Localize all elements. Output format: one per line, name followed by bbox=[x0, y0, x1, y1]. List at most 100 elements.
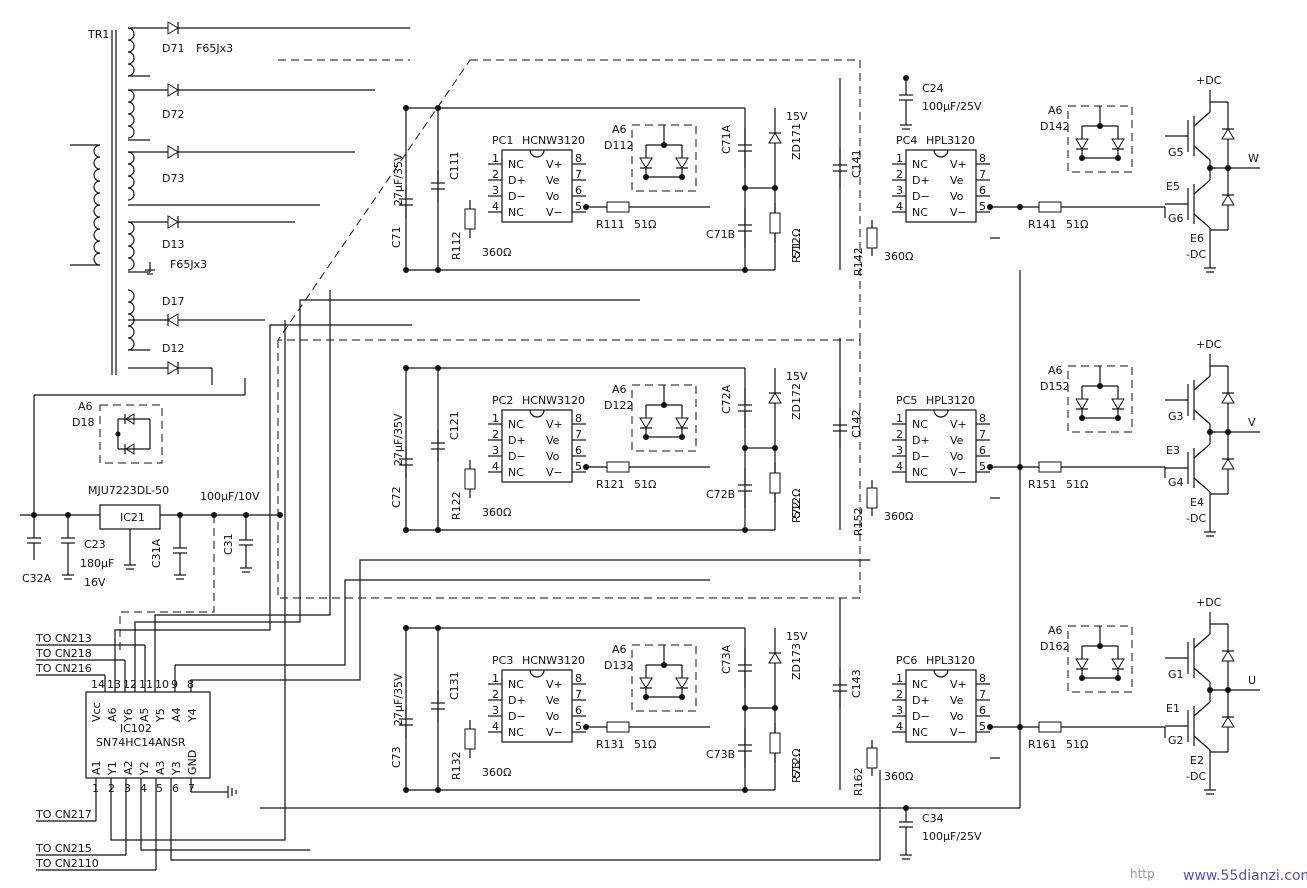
emitter-top-1: E3 bbox=[1166, 444, 1180, 457]
zener-1: ZD172 bbox=[790, 383, 803, 420]
emitter-bottom-0: E6 bbox=[1190, 232, 1204, 245]
opto-pinnum-right-5-1: 7 bbox=[979, 688, 986, 701]
opto-pinnum-left-2-1: 2 bbox=[492, 688, 499, 701]
phase-output-0: W bbox=[1248, 152, 1259, 165]
ic-bottom-pin-name-6: GND bbox=[186, 750, 199, 775]
opto-pinnum-left-4-1: 2 bbox=[896, 428, 903, 441]
opto-pin-right-2-1: Ve bbox=[546, 694, 560, 707]
opto-pinnum-right-3-0: 8 bbox=[979, 152, 986, 165]
opto-pin-right-1-3: V− bbox=[546, 466, 563, 479]
plus-dc-1: +DC bbox=[1196, 338, 1222, 351]
opto-pinnum-right-5-3: 5 bbox=[979, 720, 986, 733]
opto-pin-left-2-2: D− bbox=[508, 710, 526, 723]
cap-c31-label: C31 bbox=[222, 533, 235, 555]
cap-a-2: C73A bbox=[720, 644, 733, 674]
r-in-2: R132 bbox=[450, 751, 463, 780]
r-in-value-1: 360Ω bbox=[482, 506, 511, 519]
opto-pinnum-left-2-3: 4 bbox=[492, 720, 499, 733]
input-cn2110: TO CN2110 bbox=[35, 857, 99, 870]
phase-output-2: U bbox=[1248, 674, 1256, 687]
bridge-d-0: D112 bbox=[604, 139, 633, 152]
regulator-ref: IC21 bbox=[120, 511, 145, 524]
zener-v-2: 15V bbox=[786, 630, 808, 643]
zener-v-0: 15V bbox=[786, 110, 808, 123]
opto-pin-left-1-3: NC bbox=[508, 466, 524, 479]
minus-dc-2: -DC bbox=[1186, 770, 1206, 783]
opto-pin-right-2-3: V− bbox=[546, 726, 563, 739]
opto-pin-right-0-0: V+ bbox=[546, 158, 563, 171]
r-in-value-2: 360Ω bbox=[482, 766, 511, 779]
gate-bottom-1: G4 bbox=[1168, 476, 1184, 489]
opto-pinnum-right-3-1: 7 bbox=[979, 168, 986, 181]
opto-pinnum-left-0-0: 1 bbox=[492, 152, 499, 165]
opto-pin-left-0-0: NC bbox=[508, 158, 524, 171]
cap-high-0: C141 bbox=[850, 149, 863, 178]
r-z-1: R72 bbox=[790, 501, 803, 523]
cap-small-2: C131 bbox=[448, 671, 461, 700]
optocoupler-part-2: HCNW3120 bbox=[522, 654, 585, 667]
opto-pinnum-right-1-3: 5 bbox=[575, 460, 582, 473]
supply-bridge-d-label: D18 bbox=[72, 416, 94, 429]
emitter-bottom-1: E4 bbox=[1190, 496, 1204, 509]
opto-pinnum-right-1-0: 8 bbox=[575, 412, 582, 425]
cap-c34-value: 100µF/25V bbox=[922, 830, 982, 843]
cap-high-1: C142 bbox=[850, 409, 863, 438]
r-z-value-0: 512Ω bbox=[790, 229, 803, 258]
ic-bottom-pin-num-2: 3 bbox=[124, 782, 131, 795]
ic-top-pin-num-4: 10 bbox=[155, 678, 169, 691]
opto-pinnum-right-3-2: 6 bbox=[979, 184, 986, 197]
emitter-bottom-2: E2 bbox=[1190, 754, 1204, 767]
r-high-in-value-0: 360Ω bbox=[884, 250, 913, 263]
bridge-a-5: A6 bbox=[1048, 624, 1063, 637]
opto-pinnum-right-1-1: 7 bbox=[575, 428, 582, 441]
r-z-0: R71 bbox=[790, 241, 803, 263]
regulator-part: MJU7223DL-50 bbox=[88, 484, 169, 497]
rail-caps: C24 100µF/25V C34 100µF/25V bbox=[260, 75, 1021, 860]
cap-c32a-label: C32A bbox=[22, 572, 52, 585]
ic-top-pin-num-1: 13 bbox=[107, 678, 121, 691]
opto-pin-left-1-0: NC bbox=[508, 418, 524, 431]
r-high-out-value-1: 51Ω bbox=[1066, 478, 1088, 491]
bridge-d-3: D142 bbox=[1040, 120, 1069, 133]
opto-pin-right-2-0: V+ bbox=[546, 678, 563, 691]
opto-pinnum-left-1-3: 4 bbox=[492, 460, 499, 473]
opto-pin-right-5-0: V+ bbox=[950, 678, 967, 691]
opto-pinnum-right-0-1: 7 bbox=[575, 168, 582, 181]
opto-pin-left-4-0: NC bbox=[912, 418, 928, 431]
optocoupler-ref-4: PC5 bbox=[896, 394, 917, 407]
opto-pinnum-left-4-2: 3 bbox=[896, 444, 903, 457]
cap-main-1: C72 bbox=[390, 486, 403, 508]
gate-top-0: G5 bbox=[1168, 146, 1184, 159]
opto-pin-right-5-1: Ve bbox=[950, 694, 964, 707]
opto-pinnum-right-2-2: 6 bbox=[575, 704, 582, 717]
opto-pinnum-left-0-1: 2 bbox=[492, 168, 499, 181]
cap-main-value-2: 27µF/35V bbox=[392, 673, 405, 726]
cap-a-0: C71A bbox=[720, 124, 733, 154]
input-cn218: TO CN218 bbox=[35, 647, 92, 660]
optocoupler-ref-1: PC2 bbox=[492, 394, 513, 407]
r-z-value-1: 512Ω bbox=[790, 489, 803, 518]
optocoupler-part-3: HPL3120 bbox=[926, 134, 975, 147]
cap-c23-value: 180µF bbox=[80, 557, 114, 570]
opto-pin-right-4-1: Ve bbox=[950, 434, 964, 447]
ic-bottom-pin-name-0: A1 bbox=[90, 760, 103, 775]
ic-top-pin-num-0: 14 bbox=[91, 678, 105, 691]
optocoupler-part-4: HPL3120 bbox=[926, 394, 975, 407]
logic-supply: A6 D18 IC21 MJU7223DL-50 C32A C23 bbox=[20, 378, 283, 652]
r-z-value-2: 512Ω bbox=[790, 749, 803, 778]
optocoupler-part-0: HCNW3120 bbox=[522, 134, 585, 147]
opto-pinnum-left-3-0: 1 bbox=[896, 152, 903, 165]
supply-bridge-a-label: A6 bbox=[78, 400, 93, 413]
r-out-value-0: 51Ω bbox=[634, 218, 656, 231]
r-out-value-1: 51Ω bbox=[634, 478, 656, 491]
diode-d72: D72 bbox=[162, 108, 184, 121]
minus-dc-1: -DC bbox=[1186, 512, 1206, 525]
opto-pinnum-left-3-2: 3 bbox=[896, 184, 903, 197]
bridge-d-2: D132 bbox=[604, 659, 633, 672]
ic-bottom-pin-num-5: 6 bbox=[172, 782, 179, 795]
opto-pinnum-left-4-0: 1 bbox=[896, 412, 903, 425]
opto-pin-left-2-0: NC bbox=[508, 678, 524, 691]
opto-pin-left-1-2: D− bbox=[508, 450, 526, 463]
diode-d13: D13 bbox=[162, 238, 184, 251]
